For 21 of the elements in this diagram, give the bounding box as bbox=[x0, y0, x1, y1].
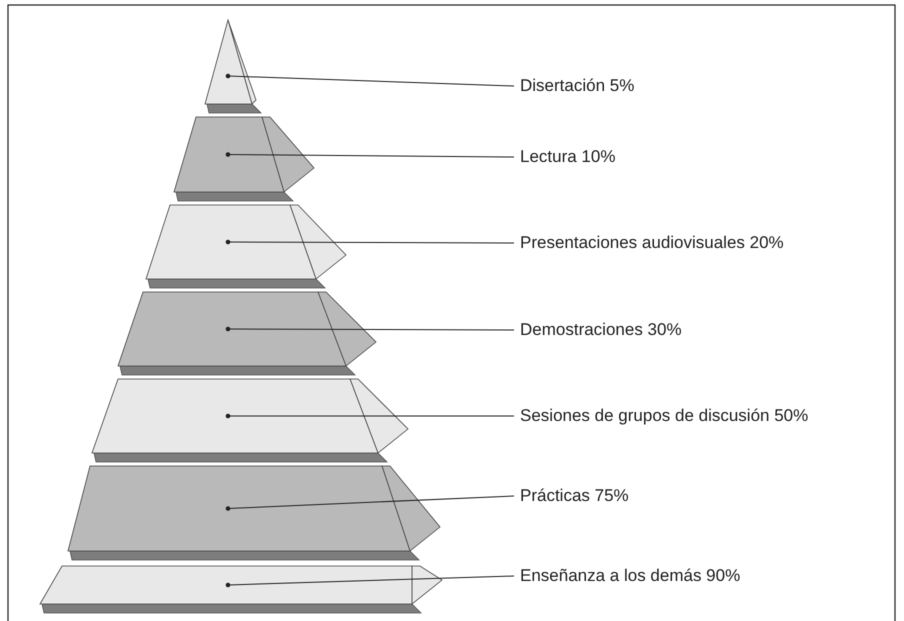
layer-label: Prácticas 75% bbox=[520, 486, 629, 506]
pyramid-layer bbox=[173, 116, 315, 202]
leader-line bbox=[226, 74, 514, 86]
pyramid-layer bbox=[67, 466, 441, 560]
pyramid-layer bbox=[204, 18, 262, 114]
pyramid-layer bbox=[117, 292, 377, 376]
layer-label: Lectura 10% bbox=[520, 147, 616, 167]
leader-line bbox=[226, 576, 514, 588]
leader-line bbox=[226, 152, 514, 158]
layer-label: Sesiones de grupos de discusión 50% bbox=[520, 406, 808, 426]
leader-line bbox=[226, 496, 514, 511]
leader-line bbox=[226, 240, 514, 244]
pyramid-layer bbox=[91, 378, 409, 462]
pyramid-layer bbox=[145, 204, 347, 288]
leader-line bbox=[226, 414, 514, 418]
layer-label: Disertación 5% bbox=[520, 76, 634, 96]
layer-label: Presentaciones audiovisuales 20% bbox=[520, 233, 784, 253]
pyramid-layer bbox=[39, 566, 443, 614]
layer-label: Demostraciones 30% bbox=[520, 320, 682, 340]
leader-line bbox=[226, 326, 514, 332]
layer-label: Enseñanza a los demás 90% bbox=[520, 566, 740, 586]
